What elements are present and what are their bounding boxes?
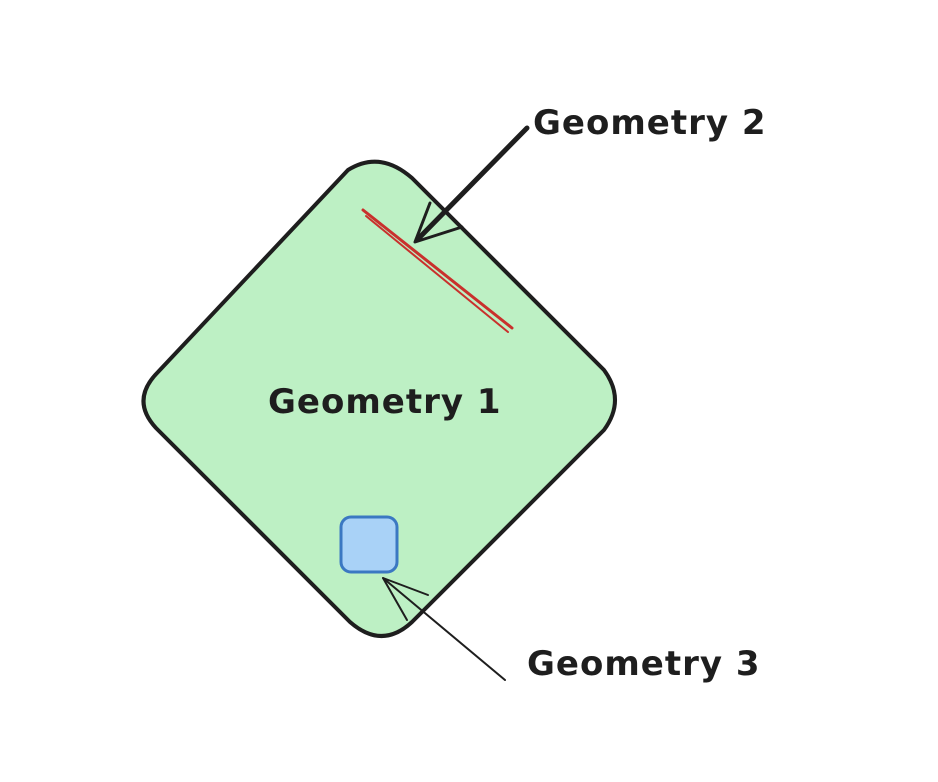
geometry-2-label: Geometry 2 xyxy=(533,103,767,143)
geometry-2-shape[interactable] xyxy=(361,208,514,333)
geometry-1-label: Geometry 1 xyxy=(268,382,502,422)
arrow-geometry-2[interactable] xyxy=(413,125,530,244)
geometry-3-shape[interactable] xyxy=(339,515,399,574)
arrow-geometry-3[interactable] xyxy=(382,577,506,681)
geometry-3-label: Geometry 3 xyxy=(527,644,761,684)
geometry-1-shape[interactable] xyxy=(141,159,617,638)
